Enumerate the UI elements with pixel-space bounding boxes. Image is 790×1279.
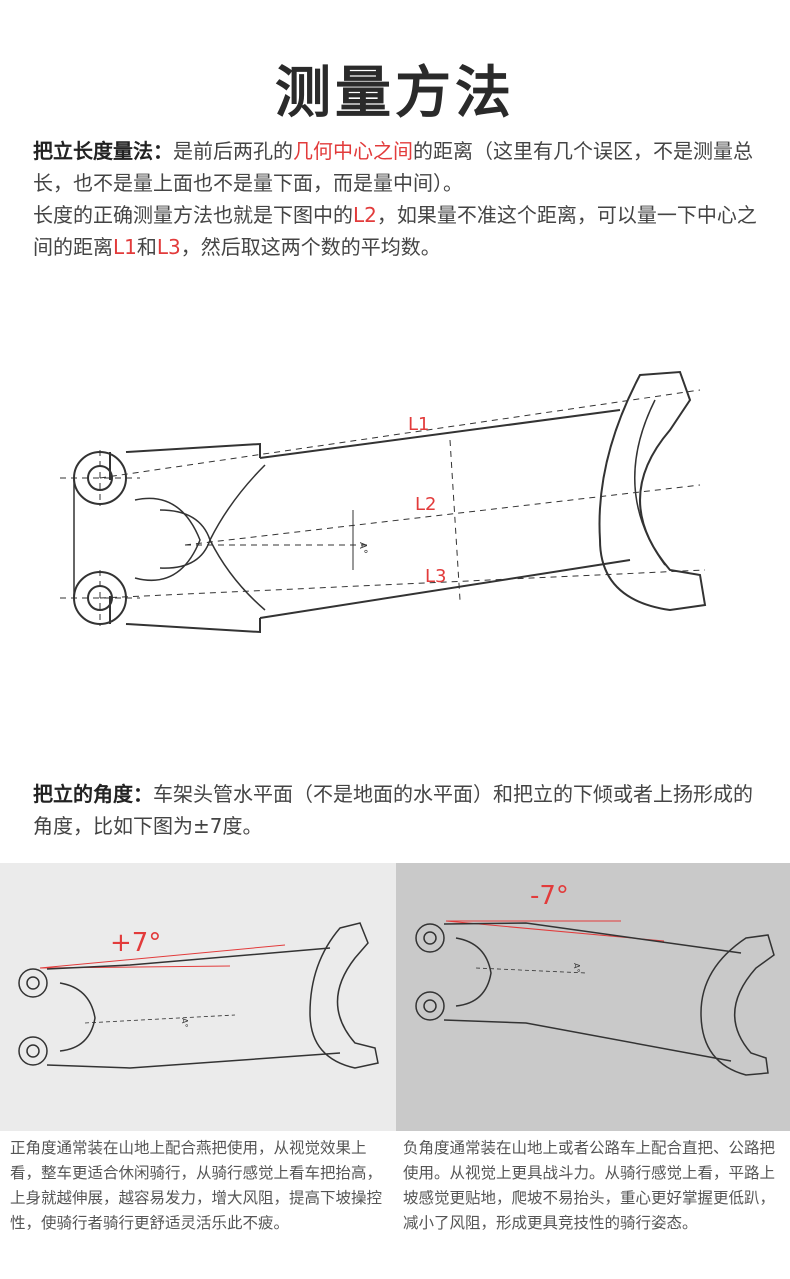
stem-length-text-after: 的距离（这里有几个误区，不是测量总长，也不是量上面也不是量下面，而是量中间）。 <box>33 139 753 195</box>
positive-angle-label: +7° <box>110 928 162 958</box>
stem-length-line2-and: 和 <box>136 235 157 259</box>
positive-stem-diagram: A° <box>18 922 379 1069</box>
stem-length-l1: L1 <box>113 235 137 259</box>
stem-length-l2: L2 <box>353 203 377 227</box>
stem-angle-text: 车架头管水平面（不是地面的水平面）和把立的下倾或者上扬形成的角度，比如下图为±7… <box>33 782 753 838</box>
stem-length-l3: L3 <box>156 235 181 259</box>
negative-stem-diagram: A° <box>415 920 775 1076</box>
positive-angle-caption: 正角度通常装在山地上配合燕把使用，从视觉效果上看，整车更适合休闲骑行，从骑行感觉… <box>10 1139 383 1232</box>
negative-angle-label: -7° <box>530 881 569 911</box>
stem-length-paragraph: 把立长度量法：是前后两孔的几何中心之间的距离（这里有几个误区，不是测量总长，也不… <box>33 135 763 263</box>
stem-length-text-before: 是前后两孔的 <box>173 139 293 163</box>
stem-angle-paragraph: 把立的角度：车架头管水平面（不是地面的水平面）和把立的下倾或者上扬形成的角度，比… <box>33 778 763 842</box>
stem-length-highlight: 几何中心之间 <box>293 139 413 163</box>
positive-angle-mark: A° <box>180 1018 189 1027</box>
page-title: 测量方法 <box>275 61 515 126</box>
negative-angle-mark: A° <box>572 963 581 972</box>
stem-length-line2-before: 长度的正确测量方法也就是下图中的 <box>33 203 353 227</box>
stem-length-line2-end: ，然后取这两个数的平均数。 <box>180 235 441 259</box>
stem-length-line2-mid: ，如果量不准这个距离，可以量一下中心之间的距离 <box>33 203 757 259</box>
label-l1: L1 <box>408 414 429 435</box>
negative-angle-panel: -7° A° <box>396 863 790 1131</box>
negative-angle-caption: 负角度通常装在山地上或者公路车上配合直把、公路把使用。从视觉上更具战斗力。从骑行… <box>403 1139 776 1232</box>
stem-length-lead: 把立长度量法： <box>33 139 173 163</box>
stem-length-diagram: L1 L2 L3 A° <box>60 370 707 634</box>
stem-angle-lead: 把立的角度： <box>33 782 153 806</box>
label-l2: L2 <box>415 494 436 515</box>
positive-angle-panel: +7° A° <box>0 863 396 1131</box>
label-angle-a: A° <box>357 542 368 554</box>
label-l3: L3 <box>425 566 446 587</box>
